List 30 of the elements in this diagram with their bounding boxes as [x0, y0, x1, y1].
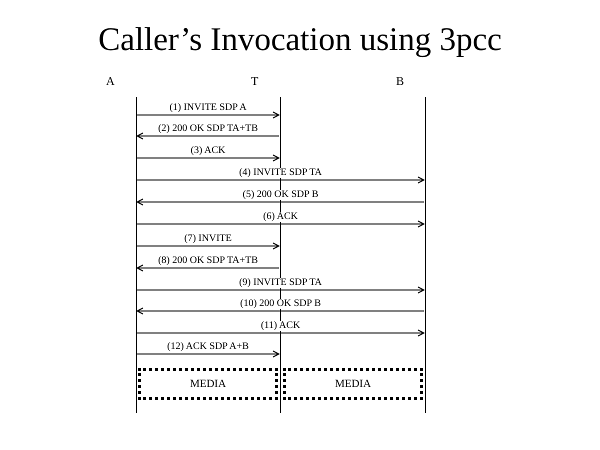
message-arrow — [136, 220, 424, 228]
message-arrow — [136, 132, 280, 140]
edge-label: (2) 200 OK SDP TA+TB — [157, 124, 259, 134]
edge-label: (6) ACK — [262, 212, 299, 222]
message-arrow — [136, 198, 424, 206]
edge-label: (11) ACK — [260, 321, 302, 331]
edge-label: (4) INVITE SDP TA — [238, 168, 323, 178]
message-arrow — [136, 264, 280, 272]
message-arrow — [136, 154, 280, 162]
participant-label: A — [106, 74, 115, 89]
message-arrow — [136, 330, 424, 336]
message-arrow — [136, 286, 424, 294]
participant-label: B — [396, 74, 404, 89]
edge-label: (5) 200 OK SDP B — [242, 190, 320, 200]
participant-label: T — [251, 74, 258, 89]
edge-label: (10) 200 OK SDP B — [239, 299, 322, 309]
media-box: MEDIA — [138, 368, 278, 400]
edge-label: (7) INVITE — [183, 234, 233, 244]
message-arrow — [136, 350, 280, 358]
edge-label: (9) INVITE SDP TA — [238, 278, 323, 288]
message-arrow — [136, 242, 280, 250]
message-arrow — [136, 308, 424, 314]
edge-label: (12) ACK SDP A+B — [166, 342, 250, 352]
message-arrow — [136, 112, 280, 118]
edge-label: (3) ACK — [190, 146, 226, 156]
edge-label: (1) INVITE SDP A — [168, 103, 248, 113]
message-arrow — [136, 176, 424, 184]
title: Caller’s Invocation using 3pcc — [97, 22, 503, 59]
media-box: MEDIA — [283, 368, 423, 400]
edge-label: (8) 200 OK SDP TA+TB — [157, 256, 259, 266]
